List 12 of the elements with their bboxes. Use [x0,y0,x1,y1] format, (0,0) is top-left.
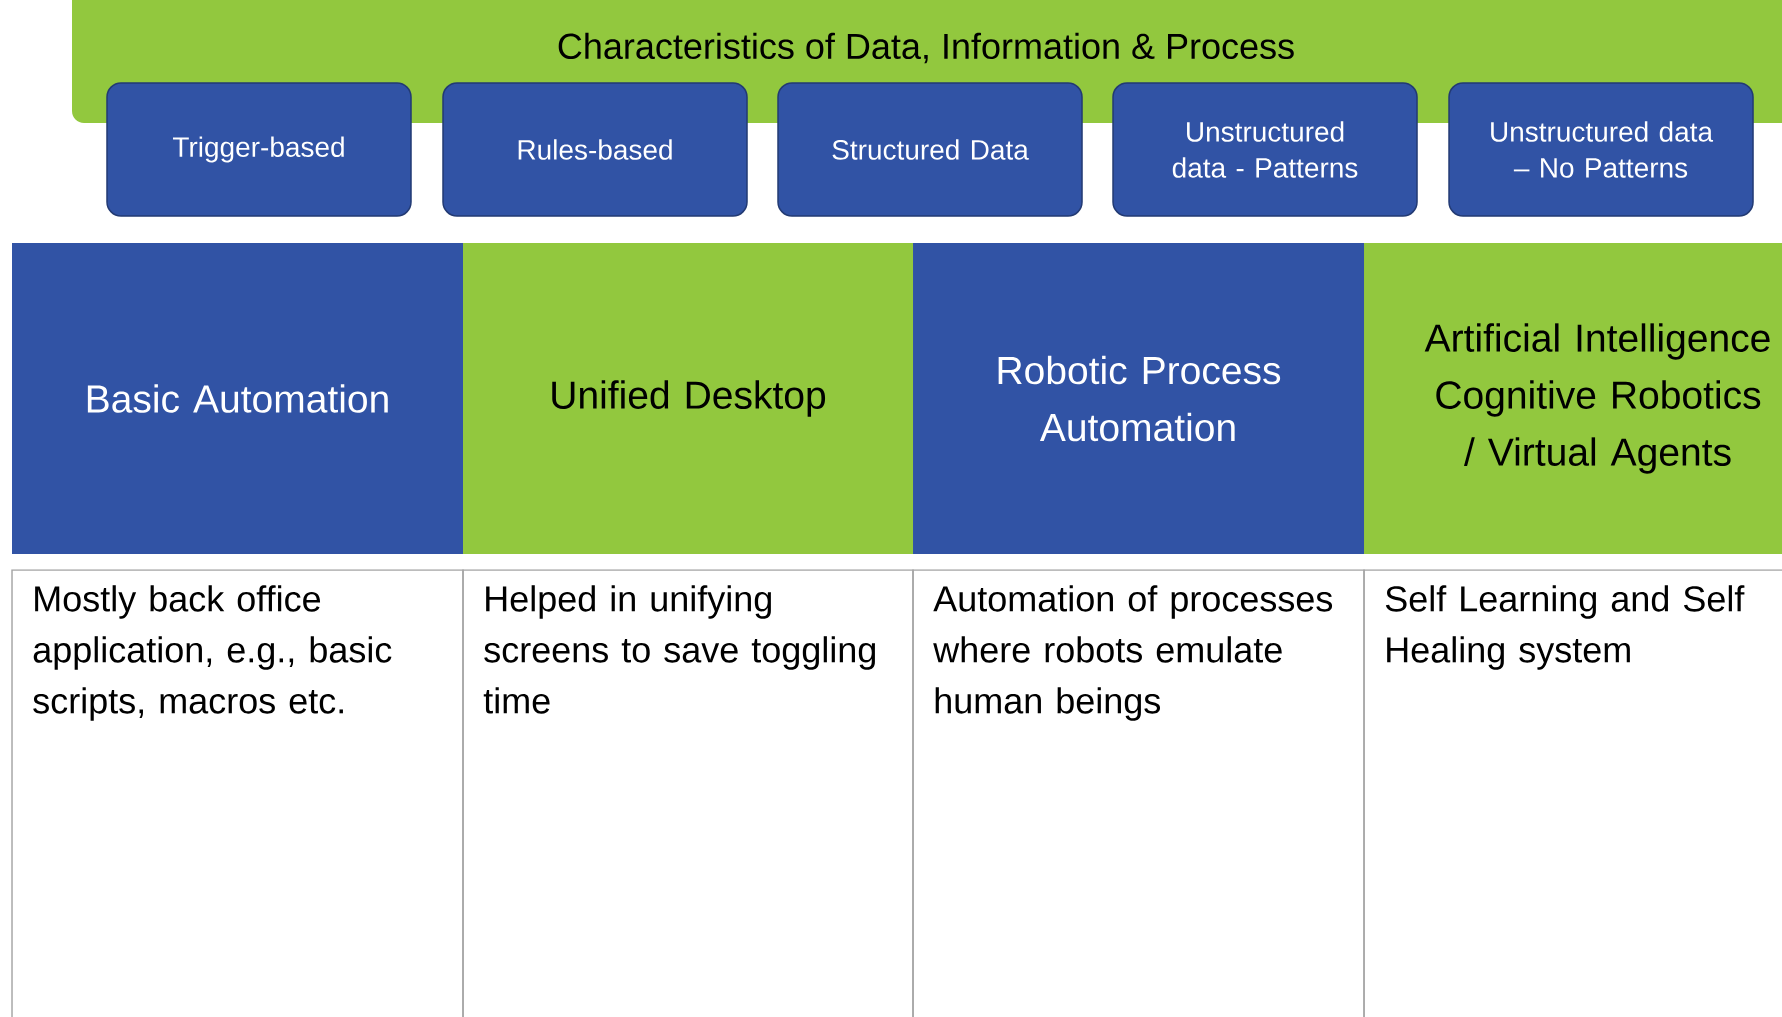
stage-box: Basic Automation [12,243,463,554]
stage-box: Unified Desktop [463,243,913,554]
description-cell: Mostly back office application, e.g., basic scripts, macros etc. [11,569,464,1017]
category-box: Unstructured data - Patterns [1112,82,1418,217]
description-cell: Helped in unifying screens to save toggling time [462,569,914,1017]
category-box: Structured Data [777,82,1083,217]
description-cell: Self Learning and Self Healing system [1363,569,1782,1017]
category-box: Trigger-based [106,82,412,217]
category-box: Rules-based [442,82,748,217]
stage-box: Artificial Intelligence Cognitive Robotics / Virtual Agents [1364,243,1782,554]
category-box: Unstructured data – No Patterns [1448,82,1754,217]
description-cell: Automation of processes where robots emulate human beings [912,569,1365,1017]
